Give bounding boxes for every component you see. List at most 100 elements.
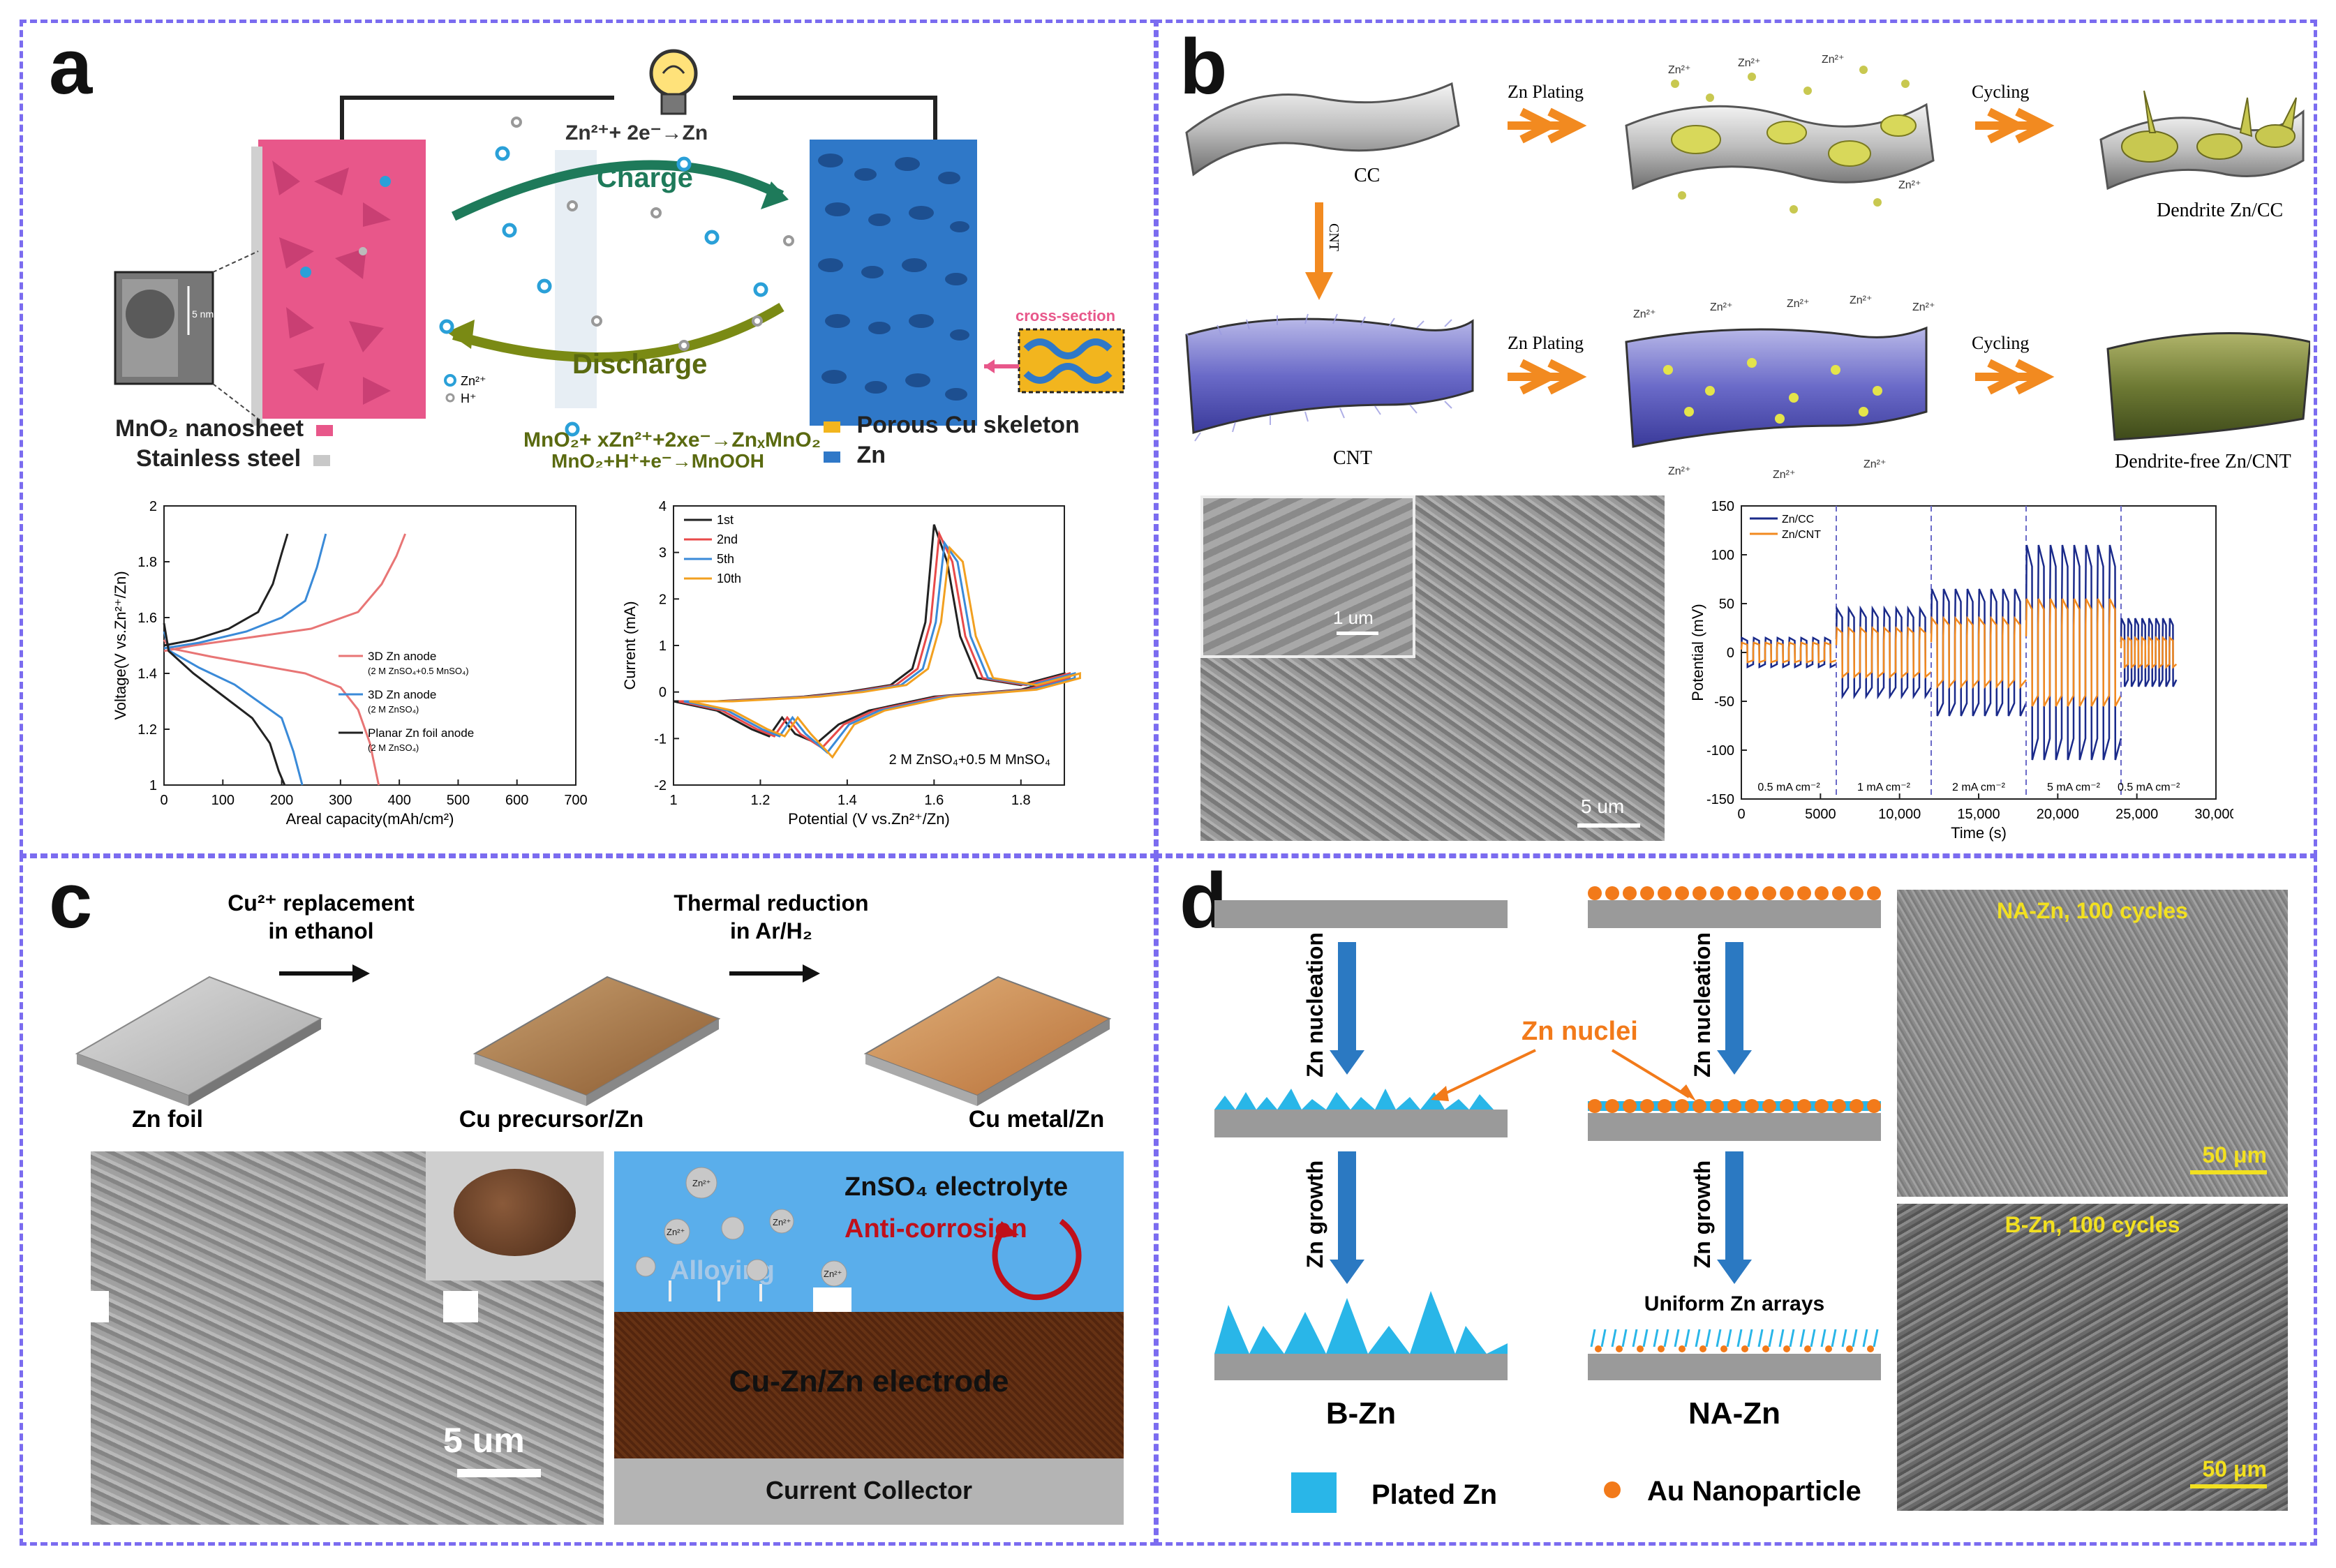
- ion-label-b7: Zn²⁺: [1787, 298, 1809, 310]
- panel-d-schematic: Zn nucleation Zn growth B-Zn Zn nucleati…: [1214, 886, 1881, 1513]
- cv-series-3-line: [689, 545, 1081, 759]
- y-tick-label: 1: [149, 778, 157, 793]
- series-2-charge-line: [163, 533, 289, 647]
- legend-cu-swatch: [824, 421, 840, 433]
- y-tick-label: -150: [1706, 792, 1734, 807]
- legend-label: 2nd: [717, 532, 738, 546]
- ion-label-b11: Zn²⁺: [1773, 469, 1795, 481]
- legend-note: (2 M ZnSO₄): [368, 742, 419, 753]
- cross-section-label: cross-section: [1016, 307, 1115, 324]
- legend-label: Planar Zn foil anode: [368, 726, 474, 740]
- y-tick-label: 1.2: [137, 722, 157, 738]
- x-tick-label: 15,000: [1957, 807, 2000, 822]
- legend-zn-swatch: [824, 451, 840, 463]
- legend-au-swatch: [1604, 1481, 1621, 1498]
- inset-scale-label: 5 nm: [192, 308, 214, 320]
- growth-label-left: Zn growth: [1302, 1160, 1327, 1269]
- growth-label-right: Zn growth: [1690, 1160, 1715, 1269]
- sem-image-d-bottom: B-Zn, 100 cycles 50 μm: [1897, 1204, 2288, 1511]
- trace-cnt-seg4: [2120, 636, 2178, 669]
- reaction-bottom-1: MnO₂+ xZn²⁺+2xe⁻→ZnₓMnO₂: [523, 428, 821, 451]
- cnt-arrow-label: CNT: [1326, 223, 1341, 251]
- collector-region: Current Collector: [614, 1458, 1124, 1525]
- y-tick-label: 100: [1711, 548, 1734, 563]
- sem-inset-scale-label: 1 um: [1333, 607, 1374, 628]
- y-tick-label: 1.6: [137, 611, 157, 626]
- na-zn-label: NA-Zn: [1688, 1396, 1780, 1431]
- y-tick-label: 2: [149, 499, 157, 514]
- dendrite-free-label: Dendrite-free Zn/CNT: [2115, 451, 2291, 472]
- uniform-label: Uniform Zn arrays: [1644, 1292, 1824, 1315]
- x-tick-label: 0: [160, 793, 168, 808]
- legend-zn-label: Zn: [856, 442, 886, 468]
- trace-cnt-seg3: [2025, 598, 2122, 707]
- panel-d-frame: [1155, 855, 2317, 1546]
- sem-main-scalebar: [1577, 823, 1640, 828]
- nuclei-label: Zn nuclei: [1522, 1017, 1638, 1046]
- cycling-label-1: Cycling: [1972, 82, 2029, 102]
- discharge-label: Discharge: [572, 349, 707, 380]
- x-axis-label: Potential (V vs.Zn²⁺/Zn): [788, 810, 950, 828]
- ion-c-4: Zn²⁺: [824, 1269, 842, 1279]
- ion-label-b6: Zn²⁺: [1710, 301, 1732, 313]
- nucleation-label-left: Zn nucleation: [1302, 932, 1327, 1077]
- coin-photo-inset: [426, 1151, 604, 1280]
- x-tick-label: 25,000: [2115, 807, 2158, 822]
- legend-label: 10th: [717, 572, 741, 585]
- electrolyte-region: ZnSO₄ electrolyte Anti-corrosion Alloyin…: [614, 1151, 1124, 1315]
- reaction-bottom-2: MnO₂+H⁺+e⁻→MnOOH: [551, 450, 764, 468]
- step1-line1: Cu²⁺ replacement: [228, 890, 415, 916]
- zn-plating-label-2: Zn Plating: [1508, 333, 1584, 353]
- x-tick-label: 400: [387, 793, 410, 808]
- y-tick-label: 4: [659, 499, 667, 514]
- legend-label: 3D Zn anode: [368, 650, 436, 663]
- ion-c-1: Zn²⁺: [692, 1178, 711, 1188]
- x-tick-label: 1.2: [751, 793, 771, 808]
- x-tick-label: 10,000: [1878, 807, 1921, 822]
- legend-label: 5th: [717, 552, 734, 566]
- y-tick-label: 2: [659, 592, 667, 607]
- cv-annotation: 2 M ZnSO₄+0.5 M MnSO₄: [889, 752, 1050, 768]
- x-tick-label: 500: [447, 793, 470, 808]
- cu-metal-label: Cu metal/Zn: [969, 1106, 1105, 1133]
- ion-label-b1: Zn²⁺: [1668, 64, 1690, 76]
- ion-bubbles: Zn²⁺Zn²⁺Zn²⁺Zn²⁺: [635, 1167, 1082, 1301]
- x-tick-label: 600: [505, 793, 528, 808]
- x-tick-label: 100: [211, 793, 235, 808]
- legend-steel-label: Stainless steel: [136, 445, 302, 472]
- x-tick-label: 0: [1737, 807, 1745, 822]
- x-tick-label: 1: [669, 793, 677, 808]
- sem-d-bottom-label: B-Zn, 100 cycles: [2004, 1212, 2180, 1237]
- legend-au-label: Au Nanoparticle: [1647, 1476, 1861, 1507]
- legend-cu-label: Porous Cu skeleton: [856, 412, 1080, 438]
- step2-line1: Thermal reduction: [674, 890, 868, 916]
- x-tick-label: 1.4: [838, 793, 857, 808]
- y-tick-label: 150: [1711, 499, 1734, 514]
- nucleation-label-right: Zn nucleation: [1690, 932, 1715, 1077]
- x-tick-label: 300: [329, 793, 352, 808]
- ion-zn-label: Zn²⁺: [461, 374, 486, 388]
- ion-label-b3: Zn²⁺: [1822, 54, 1844, 66]
- plot-frame: [673, 505, 1065, 786]
- b-zn-label: B-Zn: [1326, 1396, 1396, 1431]
- y-axis-label: Voltage(V vs.Zn²⁺/Zn): [112, 571, 129, 719]
- y-tick-label: 1: [659, 639, 667, 654]
- series-2-discharge-line: [163, 622, 286, 786]
- legend-label: Zn/CC: [1782, 514, 1814, 525]
- light-bulb-icon: [649, 49, 698, 115]
- panel-c-letter: c: [49, 857, 93, 944]
- sem-c-scale-label: 5 um: [443, 1421, 525, 1460]
- sem-image-b: 1 um 5 um: [1200, 495, 1665, 841]
- trace-cnt-seg1: [1835, 626, 1932, 679]
- segment-label: 0.5 mA cm⁻²: [1757, 782, 1820, 793]
- cycling-label-2: Cycling: [1972, 333, 2029, 353]
- series-0-charge-line: [163, 533, 406, 652]
- legend-steel-swatch: [313, 455, 330, 466]
- ion-label-b2: Zn²⁺: [1738, 57, 1760, 69]
- x-tick-label: 1.6: [924, 793, 944, 808]
- coin: [454, 1169, 576, 1256]
- segment-label: 1 mA cm⁻²: [1857, 782, 1911, 793]
- legend-label: Zn/CNT: [1782, 529, 1821, 541]
- electrode-label: Cu-Zn/Zn electrode: [729, 1364, 1009, 1398]
